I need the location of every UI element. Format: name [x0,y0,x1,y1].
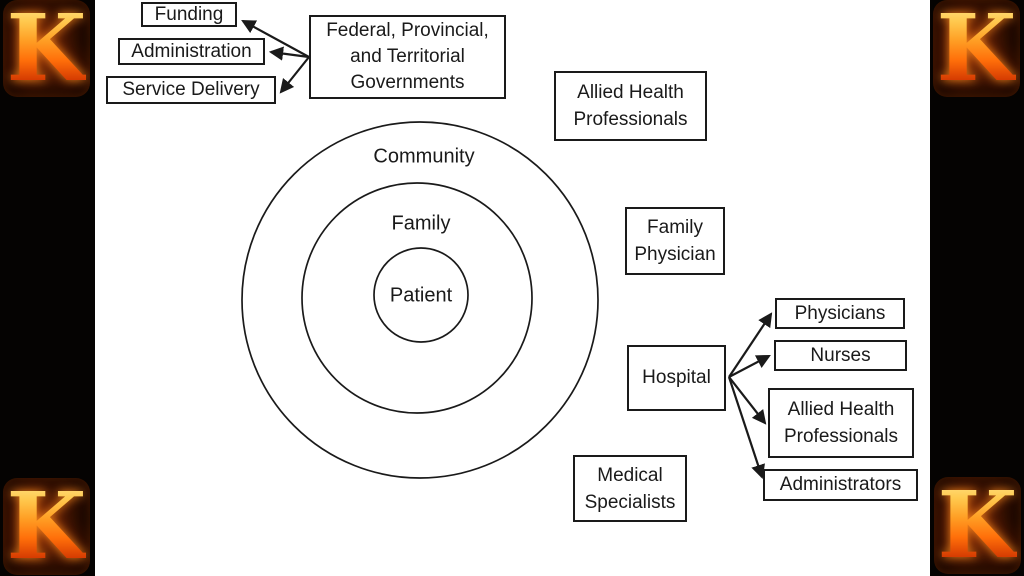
flame-k-icon: K [6,0,87,97]
arrow-hospital-to-nurses [728,355,771,378]
patient-circle [373,247,469,343]
arrow-gov-to-administration [268,46,310,61]
arrow-gov-to-service-delivery [279,56,310,94]
allied-health-professionals-right-box: Allied Health Professionals [768,388,914,458]
arrow-hospital-to-allied-health [728,376,767,425]
arrow-hospital-to-physicians [728,312,773,378]
medical-specialists-box: Medical Specialists [573,455,687,522]
patient-label: Patient [389,284,453,307]
flame-k-icon: K [937,477,1018,574]
community-circle [241,121,599,479]
arrow-hospital-to-administrators [727,376,765,480]
flame-k-logo-top-right: K [933,0,1020,97]
family-label: Family [391,212,451,235]
flame-k-icon: K [936,0,1017,97]
service-delivery-box: Service Delivery [106,76,276,104]
allied-health-professionals-top-box: Allied Health Professionals [554,71,707,141]
governments-box: Federal, Provincial, and Territorial Gov… [309,15,506,99]
hospital-box: Hospital [627,345,726,411]
administrators-box: Administrators [763,469,918,501]
family-circle [301,182,533,414]
family-physician-box: Family Physician [625,207,725,275]
flame-k-logo-bottom-left: K [3,478,90,575]
flame-k-icon: K [6,478,87,575]
arrow-gov-to-funding [241,19,310,58]
flame-k-logo-bottom-right: K [934,477,1021,574]
nurses-box: Nurses [774,340,907,371]
administration-box: Administration [118,38,265,65]
physicians-box: Physicians [775,298,905,329]
funding-box: Funding [141,2,237,27]
community-label: Community [373,145,475,168]
flame-k-logo-top-left: K [3,0,90,97]
